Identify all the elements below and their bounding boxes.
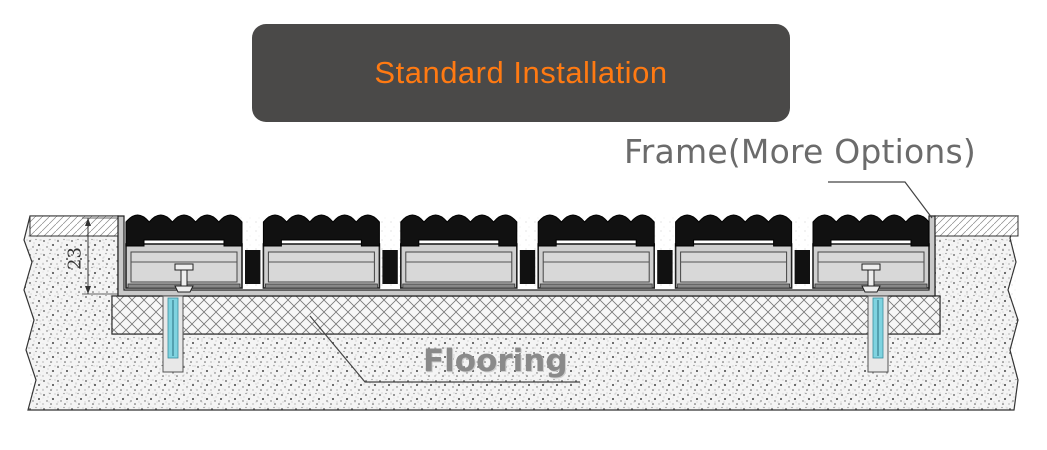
dimension-label: 23: [64, 247, 86, 270]
mat-tile: [537, 214, 656, 289]
title-banner: Standard Installation: [252, 24, 790, 122]
flooring-layer: [111, 295, 941, 335]
floor-surface-right: [934, 215, 1019, 237]
frame-leader-line: [828, 181, 933, 219]
tile-spacer: [519, 250, 536, 284]
tile-spacer: [382, 250, 398, 284]
tile-spacer: [794, 250, 810, 284]
frame: [117, 215, 936, 297]
screw-icon: [861, 263, 881, 293]
page-title: Standard Installation: [374, 55, 668, 90]
flooring-label: Flooring: [423, 343, 568, 379]
dimension-marker: [82, 217, 118, 295]
mat-tile: [262, 214, 381, 289]
mat-tile: [399, 214, 518, 289]
frame-label: Frame(More Options): [624, 132, 976, 171]
flooring-leader-line: [309, 315, 580, 383]
floor-surface-left: [29, 215, 119, 237]
anchor-left: [162, 295, 184, 373]
anchor-right: [867, 295, 889, 373]
tile-spacer: [245, 250, 261, 284]
mat-tile: [674, 214, 793, 289]
tile-spacer: [657, 250, 673, 284]
screw-icon: [174, 263, 194, 293]
